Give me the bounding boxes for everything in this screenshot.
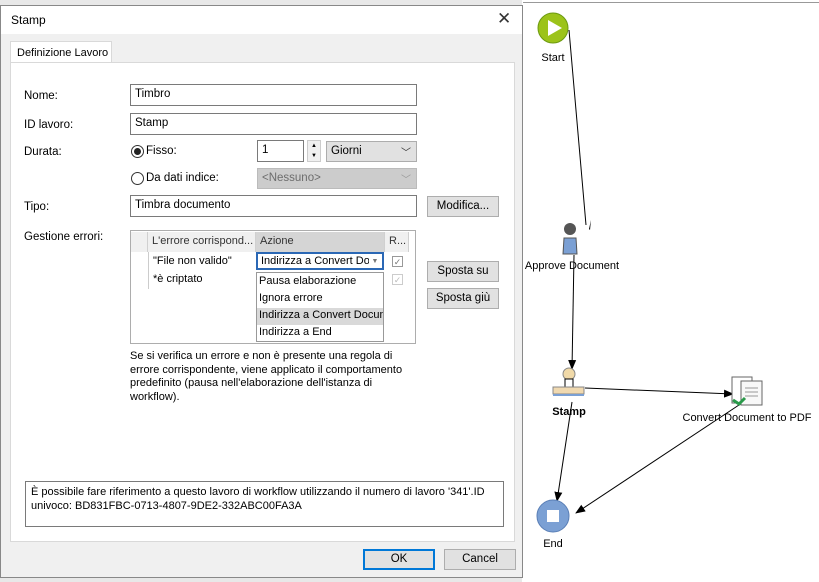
indice-select: <Nessuno> ﹀: [257, 168, 417, 189]
convert-label: Convert Document to PDF: [682, 412, 812, 424]
dialog-title: Stamp: [11, 13, 46, 27]
id-lavoro-label: ID lavoro:: [24, 119, 74, 131]
id-lavoro-input[interactable]: Stamp: [130, 113, 417, 135]
approve-label: Approve Document: [524, 260, 620, 272]
sposta-su-button[interactable]: Sposta su: [427, 261, 499, 282]
da-dati-indice-radio[interactable]: [131, 172, 144, 185]
cancel-button[interactable]: Cancel: [444, 549, 516, 570]
chevron-down-icon: ﹀: [401, 148, 411, 159]
start-label: Start: [541, 52, 565, 64]
start-node[interactable]: [537, 12, 569, 44]
stamp-label: Stamp: [552, 406, 586, 418]
tipo-label: Tipo:: [24, 201, 50, 213]
connector-start-approve: [568, 29, 587, 226]
close-icon[interactable]: ✕: [497, 9, 512, 28]
column-header-match[interactable]: L'errore corrispond...: [148, 232, 256, 252]
ok-button[interactable]: OK: [363, 549, 435, 570]
stamp-node-icon[interactable]: [552, 367, 585, 396]
unit-value: Giorni: [331, 145, 362, 157]
dropdown-option-highlighted[interactable]: Indirizza a Convert Docum: [257, 308, 383, 325]
connector-stamp-convert: [584, 387, 734, 398]
connector-convert-end: [575, 400, 746, 514]
grid-cell-match[interactable]: *è criptato: [153, 273, 203, 285]
connector-approve-stamp: [568, 254, 577, 370]
connector-stamp-end: [554, 401, 573, 502]
spin-up-icon[interactable]: ▲: [311, 143, 317, 149]
convert-node-document-icon[interactable]: [731, 376, 763, 406]
arrowhead-fragment: [589, 220, 591, 230]
tab-panel: Nome: Timbro ID lavoro: Stamp Durata: Fi…: [10, 62, 515, 542]
grid-cell-match[interactable]: "File non valido": [153, 255, 232, 267]
action-select[interactable]: Indirizza a Convert Doc▼: [256, 252, 384, 270]
indice-value: <Nessuno>: [262, 172, 321, 184]
tipo-input[interactable]: Timbra documento: [130, 195, 417, 217]
nome-input[interactable]: Timbro: [130, 84, 417, 106]
grid-checkbox[interactable]: ✓: [392, 274, 403, 285]
dropdown-option[interactable]: Ignora errore: [259, 292, 323, 304]
tab-definizione-lavoro[interactable]: Definizione Lavoro: [10, 41, 112, 63]
column-header-action[interactable]: Azione: [256, 232, 385, 252]
fisso-radio[interactable]: [131, 145, 144, 158]
column-header-r[interactable]: R...: [385, 232, 409, 252]
sposta-giu-button[interactable]: Sposta giù: [427, 288, 499, 309]
dropdown-option[interactable]: Pausa elaborazione: [259, 275, 357, 287]
stop-icon: [547, 510, 559, 522]
gestione-errori-label: Gestione errori:: [24, 231, 104, 243]
durata-value-input[interactable]: 1: [257, 140, 304, 162]
grid-checkbox[interactable]: ✓: [392, 256, 403, 267]
approve-node-person-icon[interactable]: [562, 223, 578, 255]
workflow-info-box: È possibile fare riferimento a questo la…: [25, 481, 504, 527]
end-label: End: [543, 538, 563, 550]
play-icon: [548, 20, 562, 36]
chevron-down-icon: ﹀: [401, 175, 411, 186]
action-dropdown-list: Pausa elaborazione Ignora errore Indiriz…: [256, 272, 384, 342]
error-help-text: Se si verifica un errore e non è present…: [130, 350, 403, 403]
unit-select[interactable]: Giorni ﹀: [326, 141, 417, 162]
da-dati-indice-label: Da dati indice:: [146, 172, 219, 184]
nome-label: Nome:: [24, 90, 58, 102]
title-bar: Stamp ✕: [1, 6, 522, 34]
canvas-border: [523, 2, 819, 3]
error-rules-grid: L'errore corrispond... Azione R... "File…: [130, 230, 416, 344]
action-value: Indirizza a Convert Doc: [261, 255, 369, 267]
fisso-label: Fisso:: [146, 145, 177, 157]
row-header-corner: [131, 232, 148, 252]
dropdown-arrow-icon: ▼: [370, 255, 380, 268]
modifica-button[interactable]: Modifica...: [427, 196, 499, 217]
stamp-dialog: Stamp ✕ Definizione Lavoro Nome: Timbro …: [0, 5, 523, 578]
spin-down-icon[interactable]: ▼: [311, 153, 317, 159]
dropdown-option[interactable]: Indirizza a End: [259, 326, 332, 338]
spin-buttons[interactable]: ▲ ▼: [307, 140, 321, 162]
end-node[interactable]: [536, 499, 570, 533]
durata-label: Durata:: [24, 146, 62, 158]
